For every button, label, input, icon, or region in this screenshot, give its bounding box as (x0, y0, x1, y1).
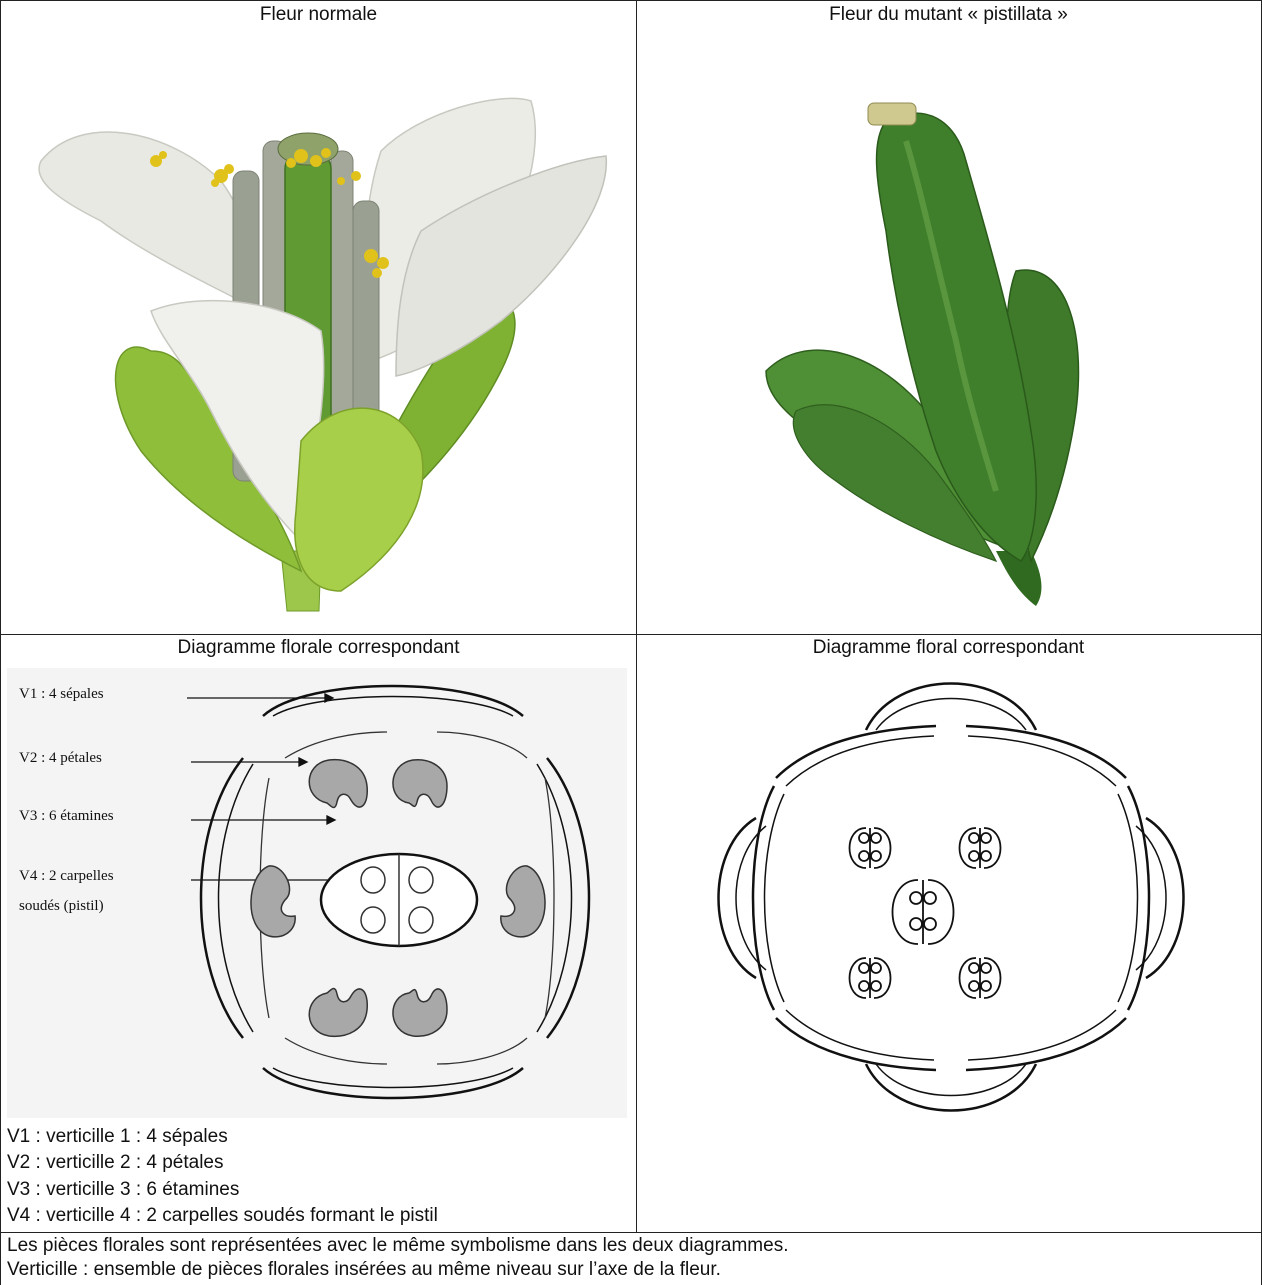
note-line: Verticille : ensemble de pièces florales… (7, 1258, 788, 1282)
normal-floral-diagram: V1 : 4 sépales V2 : 4 pétales V3 : 6 éta… (7, 668, 627, 1118)
cell-title: Fleur du mutant « pistillata » (636, 3, 1261, 27)
note-text: Les pièces florales sont représentées av… (7, 1234, 788, 1282)
note-row: Les pièces florales sont représentées av… (0, 1232, 1262, 1285)
legend-item: V3 : verticille 3 : 6 étamines (7, 1177, 438, 1203)
cell-title: Fleur normale (1, 3, 636, 27)
diagram-label-v4: V4 : 2 carpelles (19, 868, 114, 884)
cell-normal-flower: Fleur normale (0, 0, 637, 635)
mutant-floral-diagram (646, 668, 1246, 1128)
cell-title: Diagramme florale correspondant (1, 636, 636, 660)
legend-item: V4 : verticille 4 : 2 carpelles soudés f… (7, 1203, 438, 1229)
legend-list: V1 : verticille 1 : 4 sépales V2 : verti… (7, 1124, 438, 1229)
cell-mutant-diagram: Diagramme floral correspondant (636, 634, 1262, 1233)
legend-item: V2 : verticille 2 : 4 pétales (7, 1150, 438, 1176)
diagram-label-v2: V2 : 4 pétales (19, 750, 102, 766)
legend-item: V1 : verticille 1 : 4 sépales (7, 1124, 438, 1150)
normal-flower-photo (1, 31, 631, 631)
diagram-label-v3: V3 : 6 étamines (19, 808, 114, 824)
cell-title: Diagramme floral correspondant (636, 636, 1261, 660)
cell-mutant-flower: Fleur du mutant « pistillata » (636, 0, 1262, 635)
mutant-flower-photo (636, 31, 1256, 631)
note-line: Les pièces florales sont représentées av… (7, 1234, 788, 1258)
cell-normal-diagram: Diagramme florale correspondant V1 : 4 s… (0, 634, 637, 1233)
diagram-label-v4b: soudés (pistil) (19, 898, 104, 914)
diagram-label-v1: V1 : 4 sépales (19, 686, 104, 702)
